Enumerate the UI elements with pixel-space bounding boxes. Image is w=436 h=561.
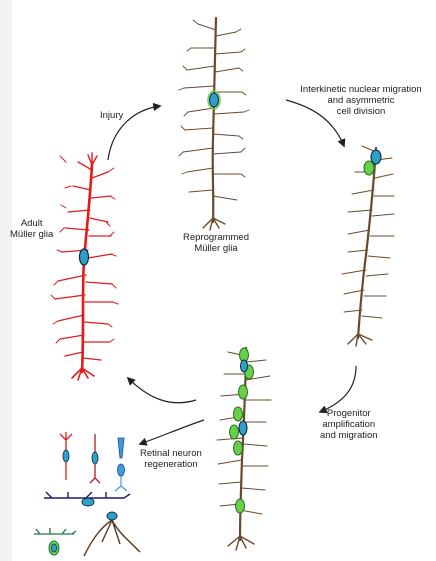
label-adult-muller-glia: Adult Müller glia (10, 218, 53, 240)
label-injury: Injury (100, 110, 123, 121)
arrow-to-adult (128, 378, 196, 403)
amacrine-cell-green (34, 528, 76, 534)
label-reprogrammed-muller-glia: Reprogrammed Müller glia (183, 232, 249, 254)
adult-muller-glia-cell (51, 153, 118, 380)
reprogrammed-glia-cell (179, 18, 249, 230)
photoreceptor-blue (118, 438, 124, 458)
dividing-progenitor-green (364, 161, 374, 175)
arrow-progenitor (320, 366, 356, 412)
progenitor-glia-cell (217, 348, 271, 550)
label-interkinetic-nuclear-migration: Interkinetic nuclear migration and asymm… (286, 84, 436, 117)
horizontal-cell (44, 492, 130, 498)
ganglion-cell-brown (84, 520, 140, 556)
reprogrammed-glia-nucleus (210, 93, 219, 107)
regenerated-neurons (34, 432, 140, 556)
label-progenitor-amplification: Progenitor amplification and migration (320, 408, 378, 441)
dividing-glia-nucleus (371, 150, 381, 164)
dividing-glia-cell (342, 146, 394, 346)
label-retinal-neuron-regeneration: Retinal neuron regeneration (140, 448, 202, 470)
adult-glia-nucleus (80, 249, 89, 265)
cycle-arrows (108, 100, 356, 444)
arrow-retinal-regeneration (140, 420, 204, 444)
